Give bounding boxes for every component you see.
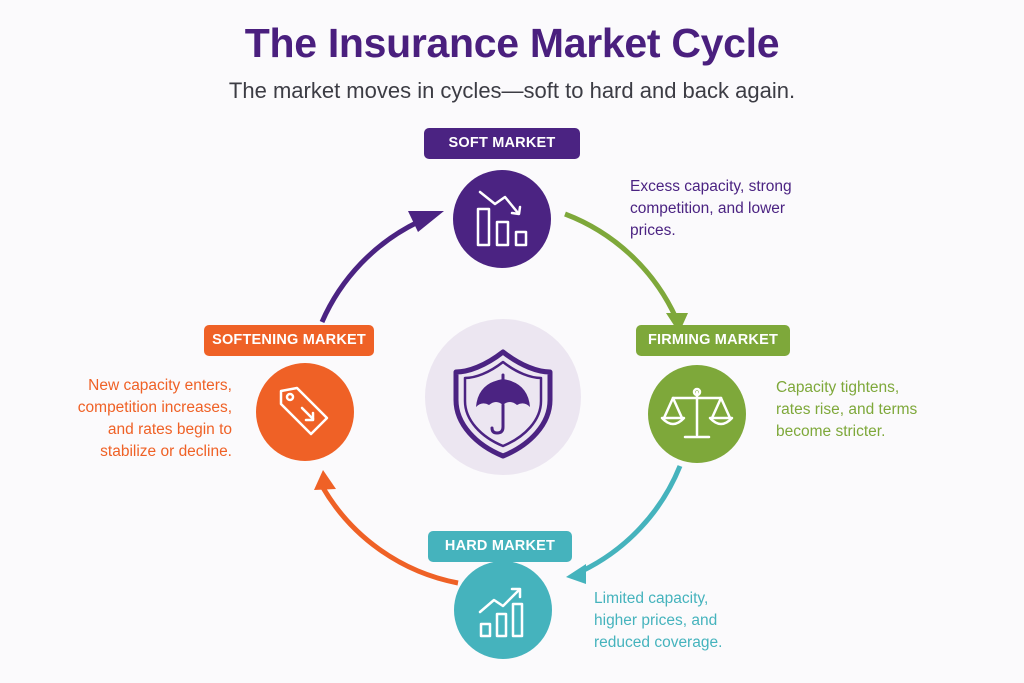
arrowhead-softening-to-soft	[408, 211, 444, 232]
arrow-firming-to-hard	[580, 465, 683, 574]
declining-bar-chart-icon	[476, 190, 528, 247]
arrow-soft-to-firming	[564, 211, 679, 320]
arrowhead-firming-to-hard	[566, 564, 586, 584]
hard-market-description: Limited capacity, higher prices, and red…	[594, 590, 723, 651]
firming-market-label: FIRMING MARKET	[636, 325, 790, 356]
softening-market-description: New capacity enters, competition increas…	[77, 377, 232, 460]
arrow-softening-to-soft	[319, 219, 420, 323]
price-tag-down-icon	[279, 386, 329, 436]
rising-bar-chart-icon	[478, 587, 524, 638]
soft-market-node	[453, 170, 551, 268]
page-title: The Insurance Market Cycle	[244, 20, 780, 66]
softening-market-label: SOFTENING MARKET	[204, 325, 374, 356]
soft-market-description: Excess capacity, strong competition, and…	[630, 178, 792, 239]
hard-market-node	[454, 561, 552, 659]
hard-market-label: HARD MARKET	[428, 531, 572, 562]
arrow-hard-to-softening	[319, 484, 459, 586]
shield-umbrella-icon	[453, 349, 553, 459]
arrowhead-hard-to-softening	[314, 470, 336, 490]
arrowhead-soft-to-firming	[666, 313, 688, 333]
page-subtitle: The market moves in cycles—soft to hard …	[228, 78, 796, 103]
firming-market-description: Capacity tightens, rates rise, and terms…	[776, 379, 918, 440]
soft-market-label: SOFT MARKET	[424, 128, 580, 159]
balance-scale-icon	[660, 387, 734, 439]
